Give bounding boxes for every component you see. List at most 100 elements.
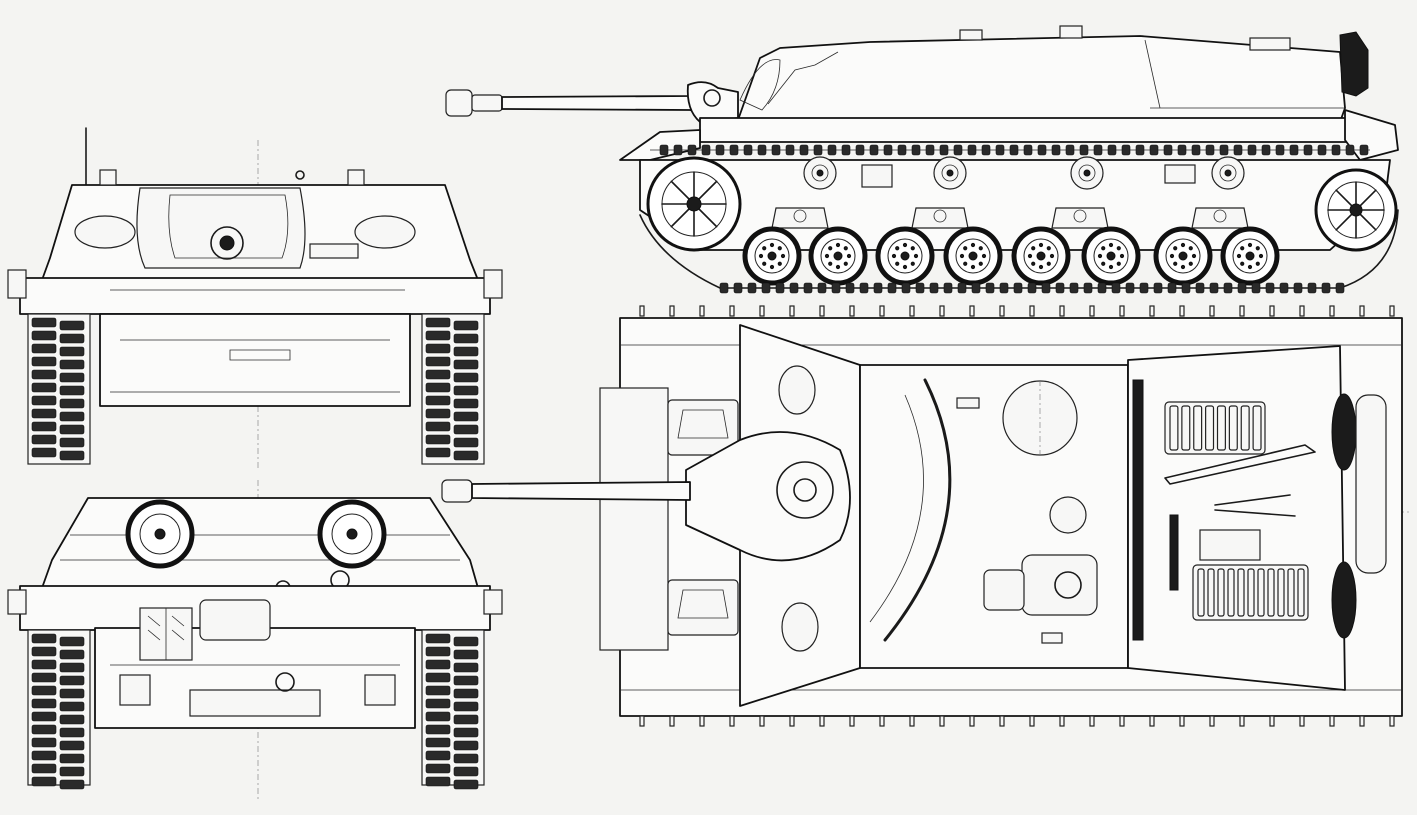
rivet <box>789 715 795 727</box>
track-link <box>1009 144 1019 156</box>
track-link <box>453 740 479 751</box>
track-link <box>1331 144 1341 156</box>
track-link <box>1121 144 1131 156</box>
rivet <box>1119 715 1125 727</box>
rivet <box>999 305 1005 317</box>
track-link <box>883 144 893 156</box>
track-link <box>59 346 85 357</box>
rivet <box>909 305 915 317</box>
track-link <box>967 144 977 156</box>
grille-bar <box>1257 568 1265 617</box>
track-link <box>855 144 865 156</box>
track-link <box>31 685 57 696</box>
track-link <box>59 779 85 790</box>
track-link <box>743 144 753 156</box>
rivet <box>879 715 885 727</box>
track-link <box>453 346 479 357</box>
rivet <box>1059 715 1065 727</box>
rivet <box>909 715 915 727</box>
top-front-glacis <box>599 387 669 651</box>
side-gun-barrel <box>445 89 701 117</box>
track-link <box>771 144 781 156</box>
rivet <box>1029 305 1035 317</box>
track-link <box>453 727 479 738</box>
track-link <box>453 437 479 448</box>
rivet <box>1089 715 1095 727</box>
track-link <box>453 688 479 699</box>
track-link <box>453 372 479 383</box>
grille-bar <box>1216 405 1226 451</box>
track-link <box>869 144 879 156</box>
track-link <box>425 421 451 432</box>
rear-view <box>7 480 503 800</box>
track-link <box>31 724 57 735</box>
track-link <box>789 282 799 294</box>
top-view <box>441 305 1410 727</box>
rivet <box>1179 305 1185 317</box>
rear-track-left <box>27 629 91 790</box>
rivet <box>1359 305 1365 317</box>
top-hatch-left-front <box>667 399 739 456</box>
track-link <box>1177 144 1187 156</box>
track-link <box>453 450 479 461</box>
track-link <box>1149 144 1159 156</box>
track-link <box>957 282 967 294</box>
track-link <box>31 343 57 354</box>
track-link <box>59 398 85 409</box>
rivet <box>939 305 945 317</box>
side-rear-spare-wheel <box>1339 31 1369 97</box>
track-link <box>59 411 85 422</box>
front-upper-hull-band <box>19 277 491 315</box>
rivet <box>1119 305 1125 317</box>
track-link <box>59 701 85 712</box>
track-link <box>1065 144 1075 156</box>
track-link <box>59 675 85 686</box>
rear-exhaust-plate <box>189 689 321 717</box>
track-link <box>59 424 85 435</box>
track-link <box>1097 282 1107 294</box>
grille-bar <box>1267 568 1275 617</box>
track-link <box>1209 282 1219 294</box>
track-link <box>425 724 451 735</box>
track-link <box>901 282 911 294</box>
track-link <box>817 282 827 294</box>
top-traverse-arc <box>883 378 952 642</box>
track-link <box>425 382 451 393</box>
rivet <box>969 305 975 317</box>
track-link <box>31 776 57 787</box>
grille-bar <box>1252 405 1262 451</box>
rivet <box>729 715 735 727</box>
track-link <box>1275 144 1285 156</box>
front-gun-muzzle <box>210 226 244 260</box>
track-link <box>453 359 479 370</box>
track-link <box>1051 144 1061 156</box>
track-link <box>799 144 809 156</box>
track-link <box>31 408 57 419</box>
track-link <box>1237 282 1247 294</box>
track-link <box>887 282 897 294</box>
track-link <box>1093 144 1103 156</box>
track-link <box>971 282 981 294</box>
track-link <box>1303 144 1313 156</box>
track-link <box>943 282 953 294</box>
rivet <box>669 715 675 727</box>
side-gun-mantlet <box>686 81 739 123</box>
track-link <box>1163 144 1173 156</box>
rivet <box>1269 305 1275 317</box>
track-link <box>775 282 785 294</box>
track-link <box>31 633 57 644</box>
rivet <box>1389 305 1395 317</box>
top-roof <box>859 364 1129 669</box>
track-link <box>1261 144 1271 156</box>
track-link <box>659 144 669 156</box>
track-link <box>1135 144 1145 156</box>
track-link <box>31 763 57 774</box>
rivet <box>699 715 705 727</box>
rivet <box>1329 305 1335 317</box>
track-link <box>1023 144 1033 156</box>
track-link <box>31 447 57 458</box>
track-link <box>845 282 855 294</box>
grille-bar <box>1240 405 1250 451</box>
track-link <box>425 763 451 774</box>
